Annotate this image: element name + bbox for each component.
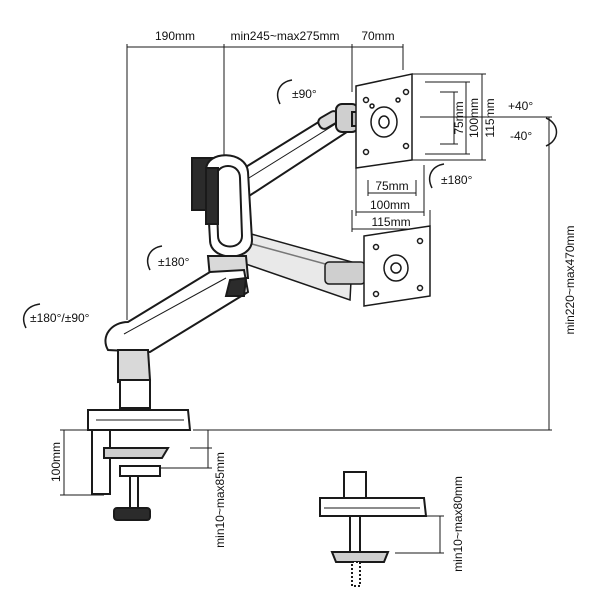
arm-upper bbox=[226, 103, 363, 200]
vesa-small-v-label: 75mm bbox=[452, 101, 466, 134]
dimension-lines bbox=[60, 44, 552, 554]
elbow-joint bbox=[191, 154, 254, 279]
rot-elbow: ±180° bbox=[158, 255, 190, 269]
grommet-mount bbox=[319, 471, 428, 587]
vesa-plate-lower bbox=[363, 225, 431, 307]
clamp-height-label: 100mm bbox=[49, 442, 63, 482]
vesa-large-v-label: 115mm bbox=[483, 98, 497, 137]
vesa-mid-v-label: 100mm bbox=[467, 98, 481, 138]
base-clamp bbox=[87, 349, 192, 521]
rotation-arcs bbox=[22, 79, 558, 329]
rot-screen: ±180° bbox=[441, 173, 473, 187]
rot-head: ±90° bbox=[292, 87, 317, 101]
rot-base: ±180°/±90° bbox=[30, 311, 90, 325]
dim-top-right: 70mm bbox=[361, 29, 394, 43]
arm-lower bbox=[104, 268, 250, 354]
rot-tilt-down: -40° bbox=[510, 129, 532, 143]
vesa-small-h-label: 75mm bbox=[375, 179, 408, 193]
clamp-range-label: min10~max85mm bbox=[213, 452, 227, 548]
dim-top-left: 190mm bbox=[155, 29, 195, 43]
grommet-range-label: min10~max80mm bbox=[451, 476, 465, 572]
vesa-large-h-label: 115mm bbox=[371, 215, 410, 229]
vesa-plate-upper bbox=[355, 73, 413, 169]
vesa-mid-h-label: 100mm bbox=[370, 198, 410, 212]
arm-lower-position bbox=[239, 231, 366, 302]
dim-top-mid: min245~max275mm bbox=[230, 29, 339, 43]
rot-tilt-up: +40° bbox=[508, 99, 533, 113]
height-range-label: min220~max470mm bbox=[563, 225, 577, 334]
